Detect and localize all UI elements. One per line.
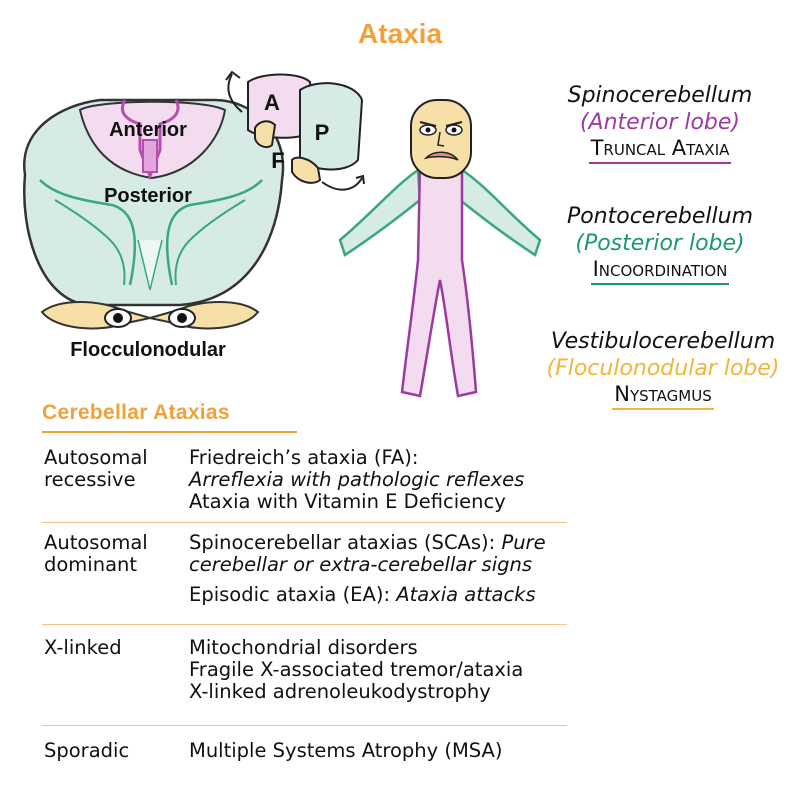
patient-figure	[338, 99, 542, 398]
row-item: Friedreich’s ataxia (FA):	[189, 446, 419, 469]
row-item: Multiple Systems Atrophy (MSA)	[189, 739, 503, 762]
row-item: Episodic ataxia (EA): Ataxia attacks	[189, 584, 589, 606]
region-symptom: Truncal Ataxia	[588, 136, 732, 164]
cerebellum-diagram	[22, 98, 285, 330]
row-item: Spinocerebellar ataxias (SCAs): Pure	[189, 532, 589, 554]
flocculonodular-label: Flocculonodular	[70, 339, 226, 361]
row-item-text: Episodic ataxia (EA):	[189, 583, 391, 606]
row-item-italic: Pure	[501, 531, 546, 554]
table-row: X-linked Mitochondrial disorders Fragile…	[44, 637, 574, 709]
lobe-p-label: P	[315, 120, 330, 145]
region-vestibulocerebellum: Vestibulocerebellum (Floculonodular lobe…	[528, 328, 798, 410]
row-category: Autosomal dominant	[44, 531, 148, 576]
page-title: Ataxia	[357, 18, 443, 49]
table-heading-underline	[42, 431, 297, 433]
region-name: Vestibulocerebellum	[550, 329, 776, 354]
row-item: Mitochondrial disorders	[189, 636, 418, 659]
region-lobe: (Anterior lobe)	[579, 110, 741, 135]
row-items: Friedreich’s ataxia (FA): Arreflexia wit…	[189, 447, 589, 513]
region-lobe: (Posterior lobe)	[575, 231, 745, 256]
row-items: Multiple Systems Atrophy (MSA)	[189, 740, 589, 762]
row-item: cerebellar or extra-cerebellar signs	[189, 553, 533, 576]
lobe-schematic	[225, 70, 365, 191]
region-lobe: (Floculonodular lobe)	[546, 356, 780, 381]
region-symptom: Incoordination	[590, 257, 730, 285]
row-category: X-linked	[44, 636, 122, 659]
row-item: Arreflexia with pathologic reflexes	[189, 468, 525, 491]
flocculonodular-region	[40, 301, 260, 330]
row-item: Ataxia with Vitamin E Deficiency	[189, 490, 506, 513]
row-category: Sporadic	[44, 739, 130, 762]
region-spinocerebellum: Spinocerebellum (Anterior lobe) Truncal …	[525, 82, 795, 164]
row-divider	[42, 725, 567, 726]
anterior-label: Anterior	[109, 119, 187, 141]
table-heading: Cerebellar Ataxias	[42, 401, 230, 424]
row-item: X-linked adrenoleukodystrophy	[189, 680, 491, 703]
region-symptom: Nystagmus	[612, 382, 714, 410]
region-name: Pontocerebellum	[566, 204, 754, 229]
row-items: Mitochondrial disorders Fragile X-associ…	[189, 637, 589, 703]
row-divider	[42, 522, 567, 523]
lobe-f-label: F	[271, 148, 284, 173]
table-row: Sporadic Multiple Systems Atrophy (MSA)	[44, 740, 574, 766]
region-name: Spinocerebellum	[567, 83, 753, 108]
table-row: Autosomal dominant Spinocerebellar ataxi…	[44, 532, 574, 614]
posterior-label: Posterior	[104, 185, 192, 207]
row-item-text: Spinocerebellar ataxias (SCAs):	[189, 531, 496, 554]
row-divider	[42, 624, 567, 625]
lobe-a-label: A	[264, 90, 280, 115]
row-item: Fragile X-associated tremor/ataxia	[189, 658, 524, 681]
cerebellum-body	[22, 98, 285, 307]
row-category: Autosomal recessive	[44, 446, 148, 491]
row-items: Spinocerebellar ataxias (SCAs): Pure cer…	[189, 532, 589, 606]
row-item-italic: Ataxia attacks	[396, 583, 536, 606]
table-row: Autosomal recessive Friedreich’s ataxia …	[44, 447, 574, 517]
region-pontocerebellum: Pontocerebellum (Posterior lobe) Incoord…	[525, 203, 795, 285]
